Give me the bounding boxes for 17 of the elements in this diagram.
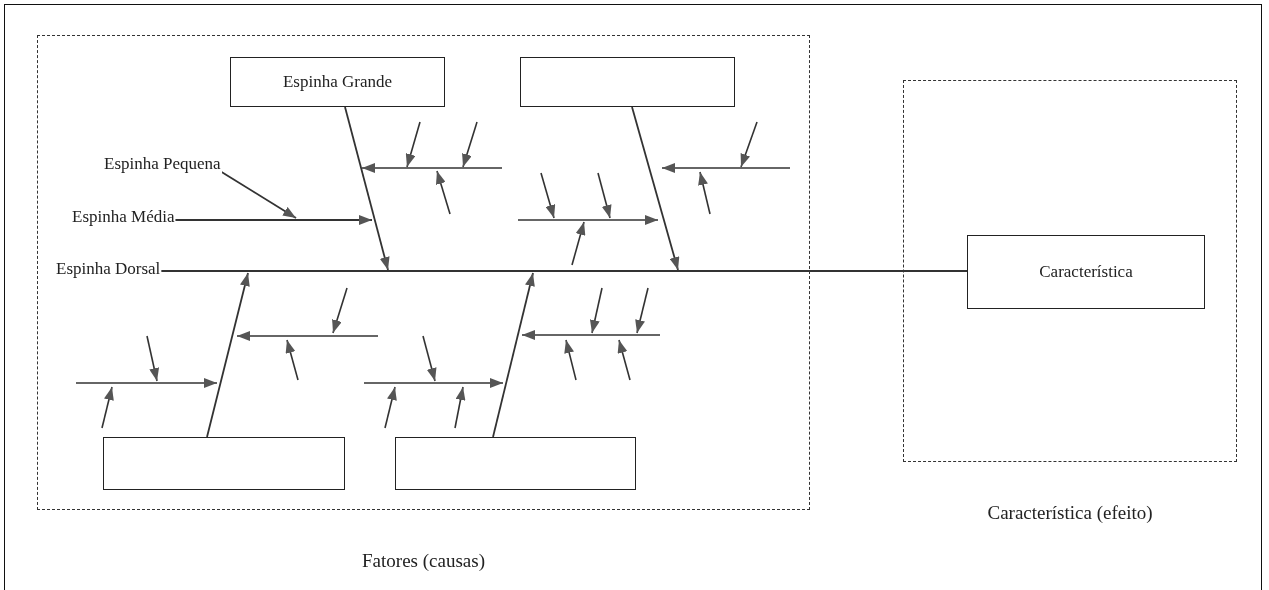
bone-label: Espinha Pequena (103, 154, 222, 174)
text-box: Característica (967, 235, 1205, 309)
arrow (206, 272, 250, 438)
empty-box (520, 57, 735, 107)
arrow (492, 272, 535, 438)
bone-label: Espinha Dorsal (55, 259, 162, 279)
arrow (344, 106, 390, 271)
empty-box (395, 437, 636, 490)
text-box: Espinha Grande (230, 57, 445, 107)
arrow (220, 171, 297, 219)
backbone-line (160, 270, 968, 272)
bone-label: Espinha Média (71, 207, 176, 227)
arrow (631, 106, 680, 271)
empty-box (103, 437, 345, 490)
arrow (174, 215, 373, 225)
group-caption: Característica (efeito) (987, 502, 1153, 524)
group-caption: Fatores (causas) (362, 550, 485, 572)
